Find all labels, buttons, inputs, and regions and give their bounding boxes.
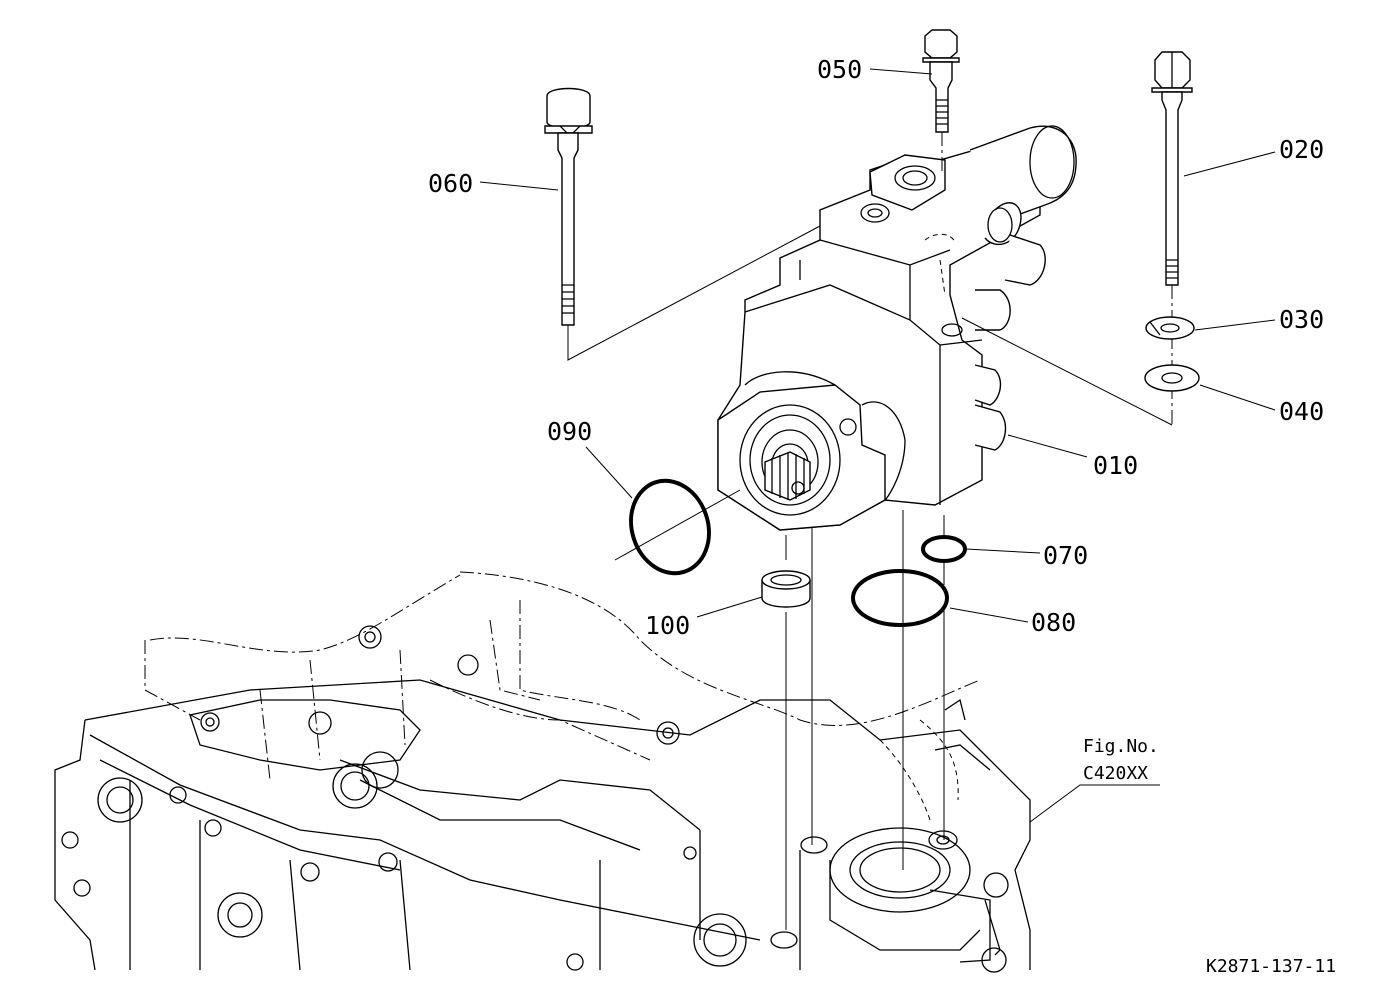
valve-assembly-010 <box>717 125 1077 531</box>
bolt-050 <box>922 29 960 172</box>
o-ring-080 <box>851 569 949 627</box>
bolt-020 <box>1151 51 1193 425</box>
plain-washer-040 <box>1144 364 1200 392</box>
transmission-housing <box>54 571 1031 973</box>
bolt-060 <box>544 87 821 361</box>
figure-ref-line2: C420XX <box>1083 763 1148 784</box>
drawing-code: K2871-137-11 <box>1206 956 1336 977</box>
leader-line-020-axis <box>961 317 1173 426</box>
o-ring-070 <box>921 535 967 563</box>
part-label-080: 080 <box>1031 608 1076 637</box>
figure-ref-line1: Fig.No. <box>1083 736 1159 757</box>
part-label-050: 050 <box>817 55 862 84</box>
part-label-010: 010 <box>1093 451 1138 480</box>
part-label-070: 070 <box>1043 541 1088 570</box>
part-label-060: 060 <box>428 169 473 198</box>
part-label-090: 090 <box>547 417 592 446</box>
collar-100 <box>761 570 811 608</box>
part-label-030: 030 <box>1279 305 1324 334</box>
part-label-040: 040 <box>1279 397 1324 426</box>
o-ring-090 <box>629 478 711 576</box>
part-label-020: 020 <box>1279 135 1324 164</box>
alignment-lines <box>614 489 945 930</box>
part-label-100: 100 <box>645 611 690 640</box>
spring-washer-030 <box>1145 316 1195 340</box>
leader-lines <box>479 68 1276 823</box>
